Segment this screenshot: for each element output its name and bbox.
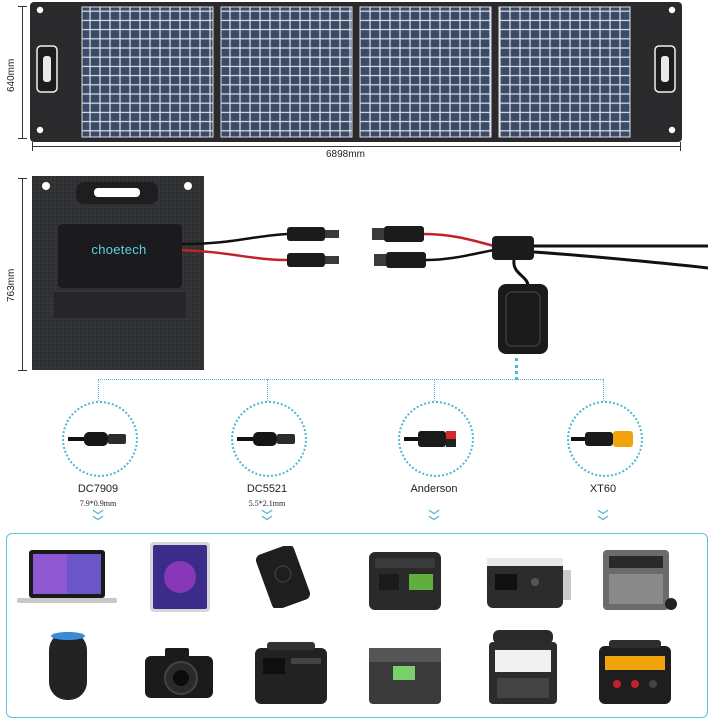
dc5521-plug-icon [237, 432, 295, 446]
connector-label-dc5521: DC5521 [246, 483, 288, 495]
chevron-down-icon: ﹀﹀ [92, 510, 104, 528]
branch-drop-1 [98, 379, 99, 401]
dc5521-connector-circle [231, 401, 307, 477]
tablet-icon [150, 542, 210, 612]
camera-icon [145, 648, 213, 698]
chevron-down-icon: ﹀﹀ [428, 510, 440, 528]
xt60-connector-circle [567, 401, 643, 477]
brand-logo: choetech [91, 242, 147, 257]
laptop-icon [17, 550, 117, 603]
panel-height-dimension-cap-bottom [18, 138, 27, 139]
connector-spec-dc5521: 5.5*2.1mm [248, 499, 286, 508]
panel-width-cap-right [680, 142, 681, 151]
power-station-icon [487, 558, 571, 608]
power-station-icon [369, 552, 441, 610]
connector-label-xt60: XT60 [589, 483, 617, 495]
connector-label-anderson: Anderson [410, 483, 458, 495]
branch-drop-3 [434, 379, 435, 401]
anderson-connector-circle [398, 401, 474, 477]
branch-drop-4 [603, 379, 604, 401]
power-station-icon [369, 648, 441, 704]
power-station-icon [255, 642, 327, 704]
unfolded-solar-panel [30, 2, 682, 142]
folded-dimension-cap-bottom [18, 370, 27, 371]
compatible-devices-panel [6, 533, 708, 718]
power-station-icon [603, 550, 677, 610]
smart-speaker-icon [49, 632, 87, 700]
chevron-down-icon: ﹀﹀ [261, 510, 273, 528]
chevron-down-icon: ﹀﹀ [597, 510, 609, 528]
power-station-icon [599, 640, 671, 704]
panel-width-dimension [32, 146, 680, 147]
folded-height-label: 763mm [6, 268, 17, 302]
folded-height-dimension [22, 178, 23, 370]
panel-width-label: 6898mm [326, 149, 365, 160]
panel-height-dimension-cap-top [18, 6, 27, 7]
anderson-plug-icon [404, 431, 456, 447]
panel-height-label: 640mm [6, 58, 17, 92]
dc7909-plug-icon [68, 432, 126, 446]
folded-solar-panel [32, 176, 708, 370]
folded-dimension-cap-top [18, 178, 27, 179]
branch-drop-2 [267, 379, 268, 401]
power-bank-icon [255, 546, 311, 608]
panel-height-dimension [22, 6, 23, 138]
connector-spec-dc7909: 7.9*0.9mm [79, 499, 117, 508]
connector-label-dc7909: DC7909 [77, 483, 119, 495]
connector-branch [98, 379, 603, 380]
xt60-plug-icon [571, 431, 633, 447]
connector-trunk [515, 358, 518, 380]
dc7909-connector-circle [62, 401, 138, 477]
power-station-icon [489, 630, 557, 704]
panel-width-cap-left [32, 142, 33, 151]
